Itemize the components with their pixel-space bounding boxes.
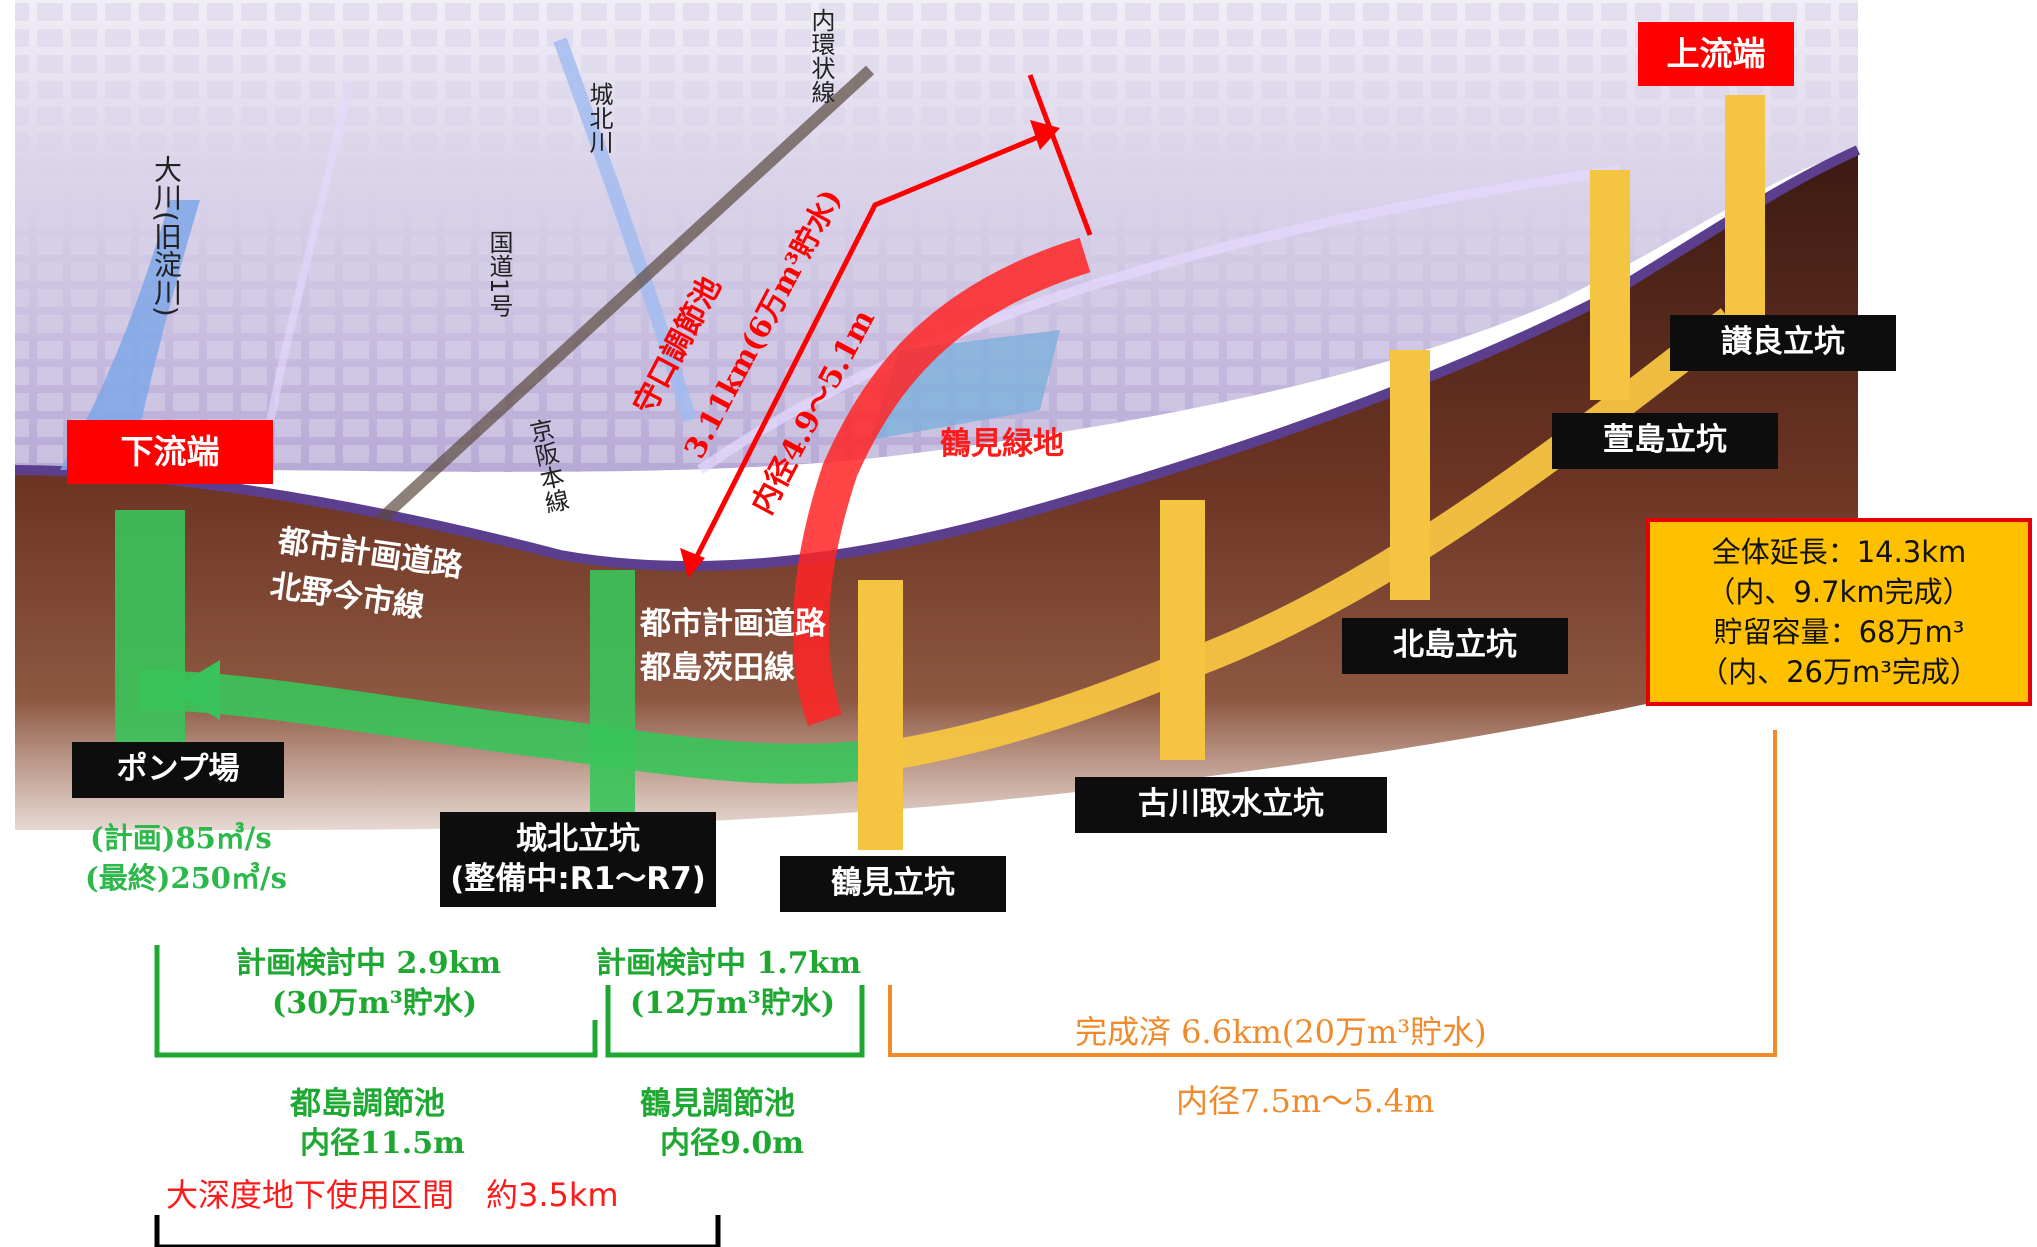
green-tunnel bbox=[139, 670, 873, 784]
summary-length-completed: （内、9.7km完成） bbox=[1706, 575, 1972, 609]
furukawa-shaft-label: 古川取水立坑 bbox=[1075, 777, 1387, 833]
moriguchi-upper-bar bbox=[1027, 74, 1093, 236]
upstream-box: 上流端 bbox=[1638, 22, 1794, 86]
road-miyako-label-2: 都島茨田線 bbox=[640, 650, 795, 686]
okawa-river bbox=[60, 200, 200, 470]
moriguchi-arrowhead-top bbox=[1030, 120, 1060, 150]
downstream-box: 下流端 bbox=[67, 420, 273, 484]
summary-total-length: 全体延長：14.3km bbox=[1711, 535, 1967, 569]
pump-capacity-plan: (計画)85㎥/s bbox=[90, 821, 272, 855]
summary-total-capacity: 貯留容量：68万m³ bbox=[1713, 615, 1965, 649]
miyako-volume-label: (30万m³貯水) bbox=[272, 986, 478, 1021]
okawa-label: 大川(旧淀川) bbox=[150, 155, 183, 317]
tsurumi-shaft bbox=[858, 580, 903, 850]
kitajima-shaft-label: 北島立坑 bbox=[1342, 618, 1568, 674]
pump-capacity-final: (最終)250㎥/s bbox=[85, 861, 287, 895]
green-tunnel-arrowhead bbox=[170, 660, 220, 720]
furukawa-shaft bbox=[1160, 500, 1205, 760]
tsurumi-bracket bbox=[605, 985, 865, 1058]
moriguchi-tunnel bbox=[792, 237, 1091, 727]
sanra-shaft bbox=[1725, 95, 1765, 325]
moriguchi-arrow-line bbox=[687, 127, 1056, 572]
miyako-bracket bbox=[154, 945, 598, 1058]
moriguchi-arrowhead-bottom bbox=[680, 548, 705, 578]
keihan-rail bbox=[375, 65, 875, 525]
miyako-reservoir-diameter: 内径11.5m bbox=[300, 1126, 465, 1161]
road-a bbox=[697, 165, 1621, 475]
joto-shaft-name: 城北立坑 bbox=[516, 821, 640, 857]
kayashima-shaft-label: 萱島立坑 bbox=[1552, 413, 1778, 469]
surface-edge bbox=[14, 145, 1861, 572]
pump-shaft bbox=[115, 510, 185, 760]
tsurumi-reservoir-name: 鶴見調節池 bbox=[640, 1086, 795, 1122]
miyako-reservoir-name: 都島調節池 bbox=[290, 1086, 445, 1122]
tsurumi-shaft-label: 鶴見立坑 bbox=[780, 856, 1006, 912]
summary-box: 全体延長：14.3km （内、9.7km完成） 貯留容量：68万m³ （内、26… bbox=[1646, 518, 2032, 706]
deep-bracket bbox=[154, 1215, 721, 1247]
tsurumi-ryokuchi-label: 鶴見緑地 bbox=[940, 426, 1064, 462]
pump-station-label: ポンプ場 bbox=[72, 742, 284, 798]
johoku-river-shape bbox=[553, 37, 697, 423]
summary-capacity-completed: （内、26万m³完成） bbox=[1699, 655, 1979, 689]
joto-shaft-period: (整備中:R1～R7) bbox=[450, 860, 706, 897]
inner-loop-label: 内環状線 bbox=[807, 8, 835, 104]
miyako-status-label: 計画検討中 2.9km bbox=[236, 946, 502, 981]
joto-shaft-label: 城北立坑 (整備中:R1～R7) bbox=[440, 812, 716, 908]
completed-bracket bbox=[888, 730, 1777, 1057]
completed-status-label: 完成済 6.6km(20万m³貯水) bbox=[1075, 1013, 1487, 1051]
road-miyako-label-1: 都市計画道路 bbox=[640, 606, 826, 642]
joto-shaft bbox=[590, 570, 635, 820]
kayashima-shaft bbox=[1590, 170, 1630, 400]
tsurumi-reservoir-diameter: 内径9.0m bbox=[660, 1126, 804, 1161]
completed-diameter-label: 内径7.5m～5.4m bbox=[1176, 1082, 1435, 1120]
kitajima-shaft bbox=[1390, 350, 1430, 600]
sanra-shaft-label: 讃良立坑 bbox=[1670, 315, 1896, 371]
tsurumi-volume-label: (12万m³貯水) bbox=[630, 986, 836, 1021]
tsurumi-status-label: 計画検討中 1.7km bbox=[596, 946, 862, 981]
johoku-river-label: 城北川 bbox=[585, 82, 613, 154]
kokudo1-label: 国道1号 bbox=[485, 230, 513, 318]
deep-section-label: 大深度地下使用区間 約3.5km bbox=[166, 1176, 619, 1214]
